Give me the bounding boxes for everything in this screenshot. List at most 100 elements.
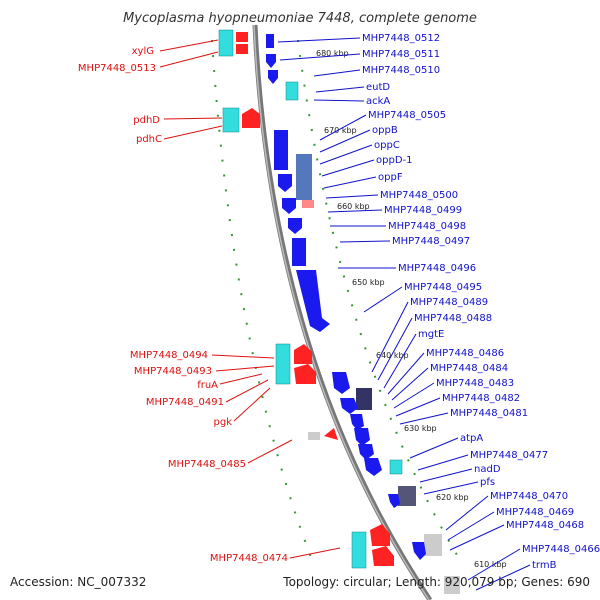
leader-line [417,454,469,471]
reverse-gene-labels: xylG MHP7448_0513 pdhD pdhC MHP7448_0494… [78,46,288,564]
gene-label-reverse[interactable]: MHP7448_0485 [168,459,246,470]
gene-label-forward[interactable]: mgtE [418,329,444,340]
leader-line [163,125,223,140]
gene-label-reverse[interactable]: MHP7448_0494 [130,350,208,361]
gene-label-forward[interactable]: oppB [372,125,398,136]
scale-tick-label: 680 kbp [316,49,349,58]
gene-label-forward[interactable]: MHP7448_0469 [496,507,574,518]
leader-line [327,209,383,213]
gene-label-forward[interactable]: nadD [474,464,501,475]
gene-arrow [332,372,350,394]
gene-label-forward[interactable]: MHP7448_0498 [388,221,466,232]
gene-label-reverse[interactable]: MHP7448_0513 [78,63,156,74]
gene-label-forward[interactable]: MHP7448_0511 [362,49,440,60]
gene-label-forward[interactable]: MHP7448_0481 [450,408,528,419]
gene-label-forward[interactable]: oppD-1 [376,155,412,166]
gene-block [275,343,291,385]
gene-block [296,154,312,200]
gene-block [302,200,314,208]
leader-line [393,382,435,409]
gene-label-forward[interactable]: atpA [460,433,483,444]
leader-line [387,352,425,395]
gene-block [236,44,248,54]
gene-label-reverse[interactable]: pgk [214,417,233,428]
gene-label-forward[interactable]: pfs [480,477,495,488]
forward-gene-labels: MHP7448_0512 MHP7448_0511 MHP7448_0510 e… [362,33,600,571]
leader-line [383,333,417,389]
gene-arrow [388,494,400,508]
gene-label-reverse[interactable]: xylG [132,46,154,57]
gene-label-forward[interactable]: MHP7448_0510 [362,65,440,76]
leader-line [371,301,409,373]
gene-block [424,534,442,556]
leader-line [321,159,375,177]
gene-label-forward[interactable]: MHP7448_0484 [430,363,508,374]
leader-line [391,367,429,401]
gene-label-forward[interactable]: MHP7448_0486 [426,348,504,359]
leader-line [395,397,441,417]
gene-block [236,32,248,42]
gene-label-reverse[interactable]: MHP7448_0491 [146,397,224,408]
scale-tick-label: 640 kbp [376,351,409,360]
gene-block [356,388,372,410]
gene-label-forward[interactable]: MHP7448_0500 [380,190,458,201]
leader-line [475,564,531,591]
leader-line [319,114,367,141]
leader-line [447,511,495,541]
gene-label-forward[interactable]: eutD [366,82,390,93]
gene-label-forward[interactable]: MHP7448_0499 [384,205,462,216]
gene-label-reverse[interactable]: MHP7448_0493 [134,366,212,377]
gene-arrow [268,70,278,84]
gene-label-reverse[interactable]: pdhD [133,115,160,126]
gene-arrow [294,364,316,384]
gene-arrow [412,542,426,560]
gene-label-forward[interactable]: oppF [378,172,403,183]
gene-block [218,29,234,57]
gene-label-forward[interactable]: MHP7448_0488 [414,313,492,324]
gene-label-forward[interactable]: MHP7448_0468 [506,520,584,531]
gene-label-forward[interactable]: ackA [366,96,390,107]
leader-line [289,547,341,559]
gene-label-forward[interactable]: MHP7448_0495 [404,282,482,293]
gene-arrow [372,546,394,566]
gene-block [222,107,240,133]
gene-block [389,459,403,475]
gene-label-forward[interactable]: MHP7448_0470 [490,491,568,502]
leader-line [279,53,361,61]
gene-label-reverse[interactable]: MHP7448_0474 [210,553,288,564]
gene-label-forward[interactable]: MHP7448_0483 [436,378,514,389]
gene-block [292,238,306,266]
scale-tick-label: 620 kbp [436,493,469,502]
gene-label-forward[interactable]: MHP7448_0489 [410,297,488,308]
gene-label-forward[interactable]: oppC [374,140,400,151]
leader-line [159,51,219,68]
gene-label-forward[interactable]: MHP7448_0482 [442,393,520,404]
gene-label-forward[interactable]: trmB [532,560,557,571]
gene-label-reverse[interactable]: fruA [197,380,218,391]
gene-arrow [358,444,374,460]
leader-line [409,437,459,459]
leader-line [467,548,521,581]
gene-label-forward[interactable]: MHP7448_0497 [392,236,470,247]
gene-arrow [296,270,330,332]
genome-summary: Topology: circular; Length: 920,079 bp; … [282,575,590,589]
gene-label-forward[interactable]: MHP7448_0466 [522,544,600,555]
gene-arrow [282,198,296,214]
leader-line [225,379,269,403]
leader-line [315,86,365,93]
gene-block [351,531,367,569]
leader-line [363,286,403,313]
gene-block [444,576,460,594]
gene-label-forward[interactable]: MHP7448_0477 [470,450,548,461]
gene-label-forward[interactable]: MHP7448_0496 [398,263,476,274]
gene-arrow [266,54,276,68]
accession-label: Accession: NC_007332 [10,575,146,589]
leader-line [313,69,361,77]
gene-label-forward[interactable]: MHP7448_0512 [362,33,440,44]
leader-line [219,373,263,385]
leader-line [163,117,223,120]
gene-label-forward[interactable]: MHP7448_0505 [368,110,446,121]
gene-label-reverse[interactable]: pdhC [136,134,162,145]
scale-tick-label: 610 kbp [474,560,507,569]
